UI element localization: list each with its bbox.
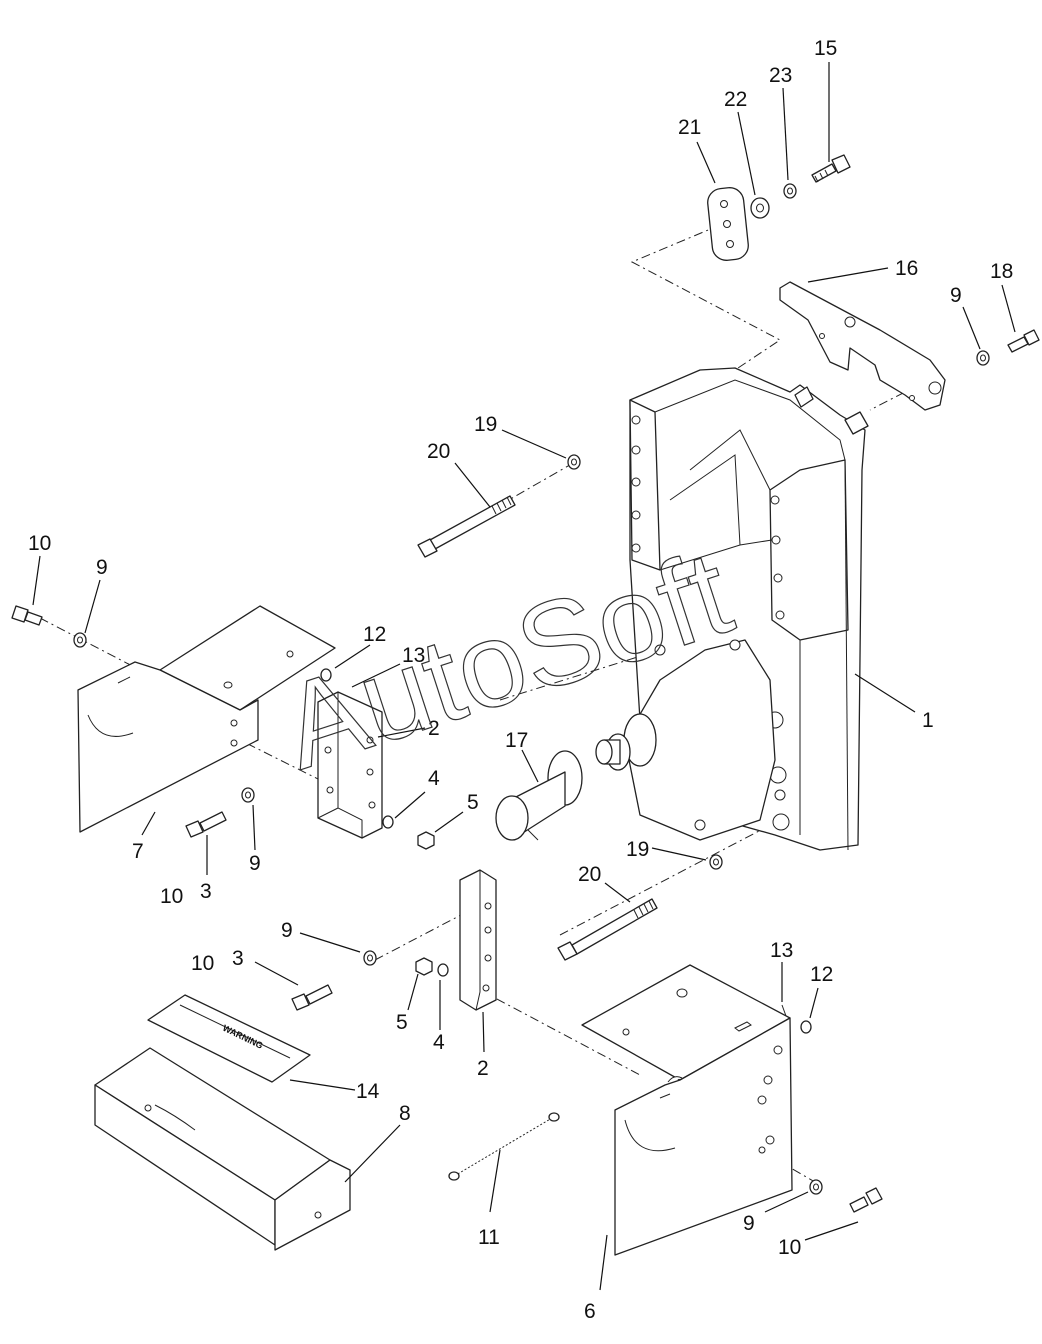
gear-housing-1 <box>624 367 869 851</box>
callout-3: 3 <box>200 880 212 903</box>
coupling-17 <box>495 750 583 841</box>
washer-4-upper <box>382 815 394 829</box>
leader-lines <box>32 62 1016 1291</box>
callout-13: 13 <box>770 939 793 962</box>
callout-2: 2 <box>428 717 440 740</box>
callout-10: 10 <box>28 532 51 555</box>
spacer-22 <box>750 197 770 219</box>
callout-3: 3 <box>232 947 244 970</box>
link-plate-21 <box>707 187 749 261</box>
washer-9-lower-right <box>809 1179 823 1195</box>
bracket-2-lower <box>459 869 497 1011</box>
callout-20: 20 <box>578 863 601 886</box>
washer-4-lower <box>437 963 449 977</box>
bracket-2-upper <box>317 691 383 839</box>
callout-12: 12 <box>363 623 386 646</box>
bolt-15 <box>811 154 851 183</box>
callout-15: 15 <box>814 37 837 60</box>
callout-8: 8 <box>399 1102 411 1125</box>
nut-5-upper <box>417 831 435 850</box>
callout-9: 9 <box>249 852 261 875</box>
spring-11 <box>448 1112 560 1181</box>
callout-6: 6 <box>584 1300 596 1323</box>
washer-9-lower <box>363 950 377 966</box>
callout-4: 4 <box>433 1031 445 1054</box>
callout-10: 10 <box>778 1236 801 1259</box>
callout-12: 12 <box>810 963 833 986</box>
long-bolt-20-bottom <box>557 898 658 961</box>
callout-9: 9 <box>281 919 293 942</box>
shield-7 <box>77 605 336 833</box>
bolt-10-lower-right <box>849 1187 883 1213</box>
callout-10: 10 <box>191 952 214 975</box>
long-bolt-20-top <box>417 495 516 558</box>
callout-2: 2 <box>477 1057 489 1080</box>
washer-12-lower <box>800 1020 812 1034</box>
callout-5: 5 <box>396 1011 408 1034</box>
output-shaft <box>595 713 657 771</box>
callout-19: 19 <box>626 838 649 861</box>
callout-9: 9 <box>950 284 962 307</box>
washer-19-bottom <box>709 854 723 870</box>
callout-20: 20 <box>427 440 450 463</box>
callout-11: 11 <box>478 1226 500 1249</box>
bolt-10-3-lower <box>291 984 333 1011</box>
callout-22: 22 <box>724 88 747 111</box>
bolt-18 <box>1007 329 1040 353</box>
washer-9-top <box>976 350 990 366</box>
callout-21: 21 <box>678 116 701 139</box>
callout-7: 7 <box>132 840 144 863</box>
callout-19: 19 <box>474 413 497 436</box>
support-bracket-16 <box>779 281 946 411</box>
washer-9-upper <box>241 787 255 803</box>
callout-9: 9 <box>743 1212 755 1235</box>
bolt-10-left-top <box>11 605 43 626</box>
washer-12-upper <box>320 668 332 682</box>
callout-labels: 15 23 22 21 16 18 9 19 20 10 9 12 13 2 1… <box>28 37 1013 1323</box>
cover-8 <box>94 1047 351 1251</box>
washer-23 <box>783 183 797 199</box>
pin-13-lower <box>781 1004 787 1017</box>
nut-5-lower <box>415 957 433 976</box>
washer-19-top <box>567 454 581 470</box>
callout-18: 18 <box>990 260 1013 283</box>
shield-6 <box>581 964 793 1256</box>
callout-23: 23 <box>769 64 792 87</box>
callout-1: 1 <box>922 709 934 732</box>
callout-10: 10 <box>160 885 183 908</box>
callout-4: 4 <box>428 767 440 790</box>
callout-13: 13 <box>402 644 425 667</box>
bolt-10-3-upper <box>185 811 227 838</box>
callout-16: 16 <box>895 257 918 280</box>
callout-9: 9 <box>96 556 108 579</box>
callout-14: 14 <box>356 1080 380 1103</box>
callout-5: 5 <box>467 791 479 814</box>
washer-9-left-top <box>73 632 87 648</box>
callout-17: 17 <box>505 729 528 752</box>
